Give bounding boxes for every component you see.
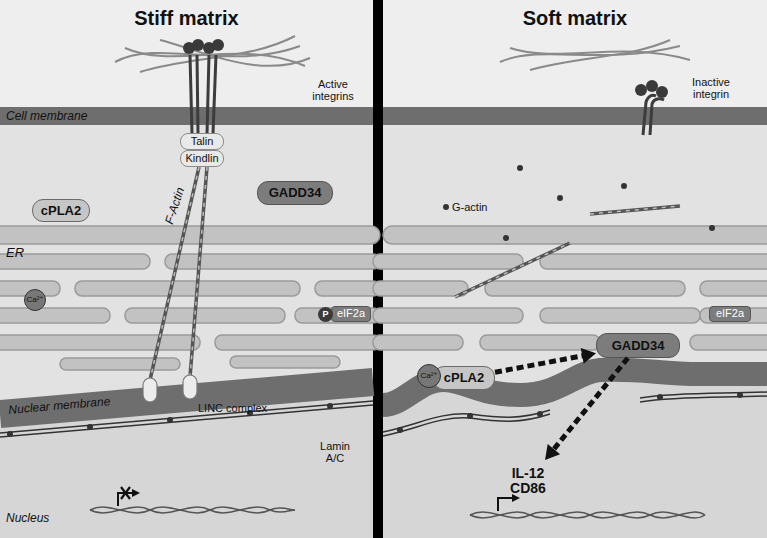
node-text: Ca²⁺ <box>420 372 437 380</box>
node-text: GADD34 <box>612 339 665 353</box>
annotation-label: Nucleus <box>6 512 49 525</box>
annotation-label: Cell membrane <box>6 110 87 123</box>
node-text: Kindlin <box>185 153 218 165</box>
annotation-label: Lamin A/C <box>315 440 355 464</box>
panel-title: Stiff matrix <box>0 8 373 29</box>
annotation-label: LINC complex <box>198 402 267 414</box>
ion-circle: Ca²⁺ <box>24 289 46 311</box>
panel: Stiff matrixTalinKindlin cPLA2 GADD34Ca²⁺ P… <box>0 0 373 538</box>
enzyme-box: cPLA2 <box>32 199 90 222</box>
protein-box: GADD34 <box>596 333 680 358</box>
annotation-label: ER <box>6 246 24 260</box>
node-text: cPLA2 <box>41 204 81 218</box>
node-text: IL-12 CD86 <box>495 466 561 495</box>
enzyme-box: cPLA2 <box>433 366 495 390</box>
node-text: eIF2a <box>716 308 744 320</box>
protein-tag: eIF2a <box>331 306 371 322</box>
gene-label: IL-12 CD86 <box>495 460 561 502</box>
protein-tag: eIF2a <box>709 306 751 322</box>
node-text: GADD34 <box>269 186 322 200</box>
node-text: cPLA2 <box>444 371 484 385</box>
panel-title: Soft matrix <box>383 8 767 29</box>
annotation-label: G-actin <box>452 201 487 213</box>
protein-box: Talin <box>180 133 224 150</box>
protein-box: GADD34 <box>257 181 333 205</box>
node-text: Ca²⁺ <box>26 296 43 304</box>
annotation-label: Inactive integrin <box>682 76 740 100</box>
annotation-label: Active integrins <box>306 78 360 102</box>
ion-circle: Ca²⁺ <box>417 364 441 388</box>
phosphate-circle: P <box>318 307 333 322</box>
node-text: eIF2a <box>337 308 365 320</box>
protein-box: Kindlin <box>180 150 224 167</box>
node-text: Talin <box>191 136 214 148</box>
node-text: P <box>322 310 328 319</box>
